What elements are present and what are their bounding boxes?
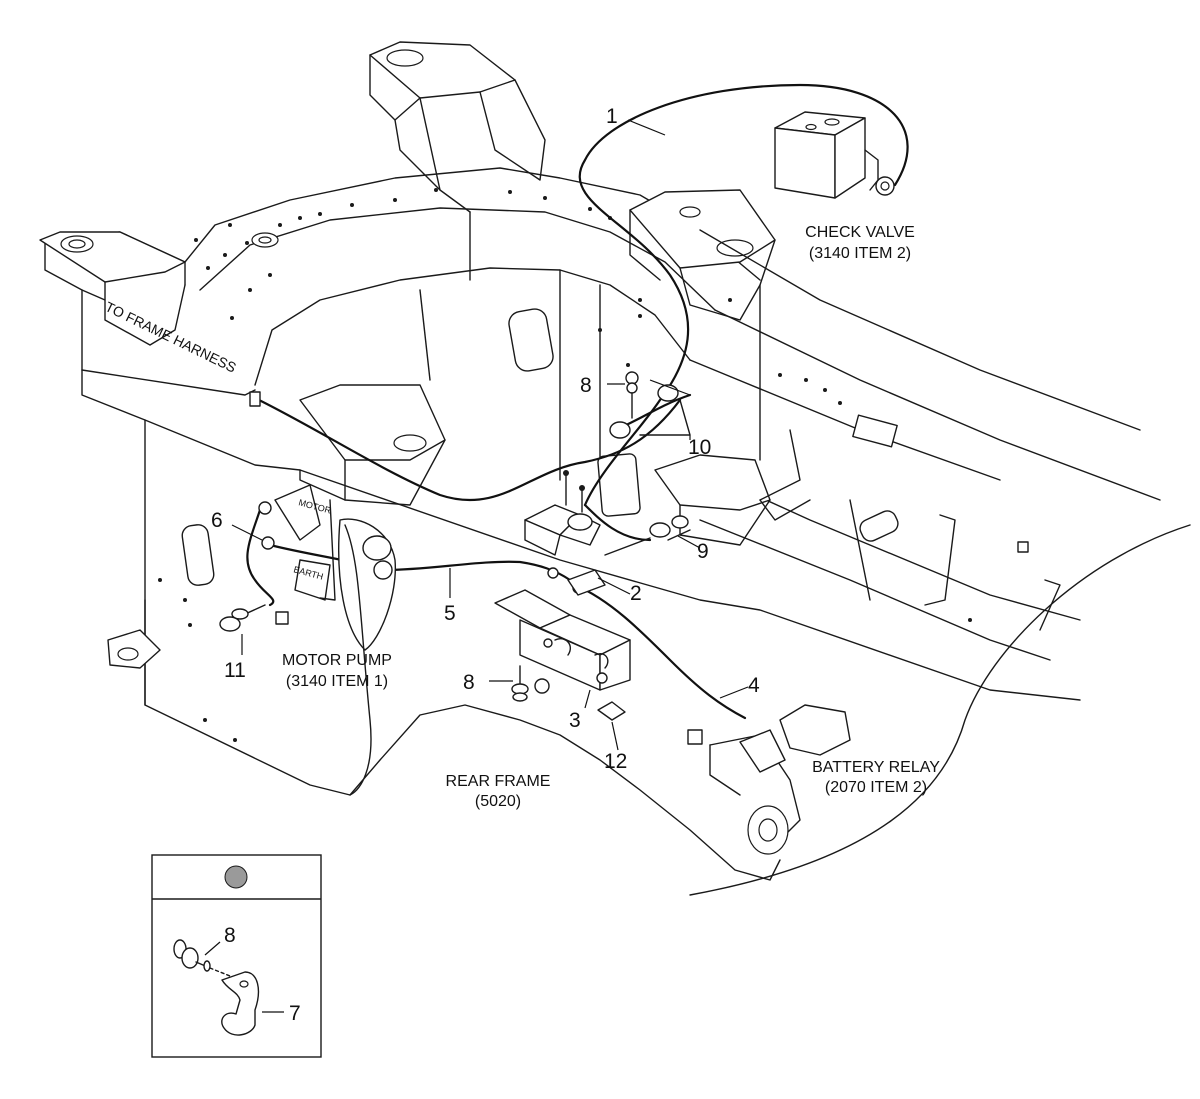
- callout-12: 12: [604, 750, 627, 773]
- wiring-harness: [246, 83, 909, 720]
- motor-pump: MOTOR EARTH: [258, 484, 397, 796]
- check-valve-label: CHECK VALVE: [805, 224, 915, 241]
- battery-relay-item-label: (2070 ITEM 2): [825, 779, 927, 796]
- check-valve-item-label: (3140 ITEM 2): [809, 245, 911, 262]
- callout-6: 6: [211, 509, 223, 532]
- callout-8-mid: 8: [463, 671, 475, 694]
- bolt-item-8-mid: [511, 665, 529, 702]
- bolt-item-11: [219, 604, 266, 632]
- bracket-item-3: [494, 589, 631, 694]
- callout-3: 3: [569, 709, 581, 732]
- callout-9: 9: [697, 540, 709, 563]
- check-valve: [774, 111, 895, 199]
- callout-8-top: 8: [580, 374, 592, 397]
- relay-junction: [524, 470, 606, 596]
- rear-frame-item-label: (5020): [475, 793, 521, 810]
- leader-lines: [231, 119, 749, 751]
- callout-11: 11: [224, 659, 246, 682]
- callout-10: 10: [688, 436, 711, 459]
- callout-4: 4: [748, 674, 760, 697]
- detail-marker-icon: [224, 865, 248, 889]
- motor-pump-label: MOTOR PUMP: [282, 652, 392, 669]
- clip-item-10: [609, 371, 691, 439]
- frame-harness-connector: [249, 391, 261, 407]
- callout-5: 5: [444, 602, 456, 625]
- rear-frame: [39, 41, 1191, 896]
- callout-7: 7: [289, 1002, 301, 1025]
- battery-relay-label: BATTERY RELAY: [812, 759, 940, 776]
- motor-pump-item-label: (3140 ITEM 1): [286, 673, 388, 690]
- callout-1: 1: [606, 105, 618, 128]
- to-frame-harness-label: TO FRAME HARNESS: [103, 298, 239, 375]
- callout-8-inset: 8: [224, 924, 236, 947]
- rear-frame-label: REAR FRAME: [446, 773, 551, 790]
- detail-inset: 8 7: [151, 854, 322, 1058]
- bolt-item-9: [604, 515, 691, 556]
- callout-2: 2: [630, 582, 642, 605]
- nut-item-12: [597, 701, 626, 721]
